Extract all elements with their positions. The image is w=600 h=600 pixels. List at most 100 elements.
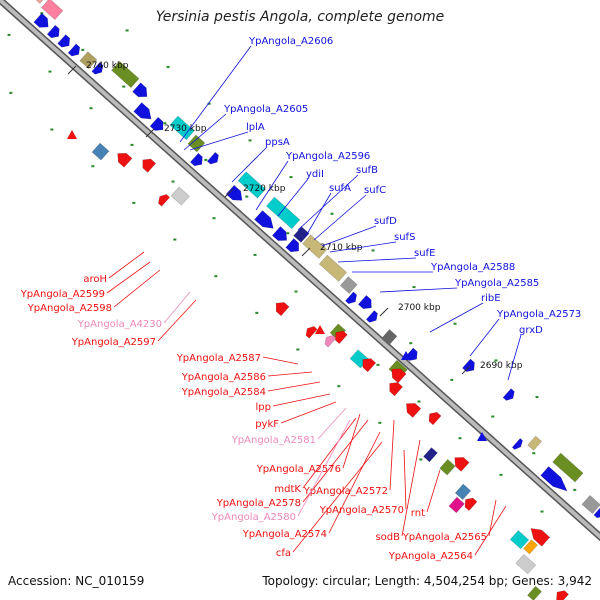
accession-label: Accession: NC_010159 [8, 574, 145, 588]
leader-line [280, 401, 337, 424]
leader-line [113, 269, 161, 308]
gene-label: sufE [414, 248, 435, 259]
gene-shape [111, 60, 140, 88]
gc-skew-mark [245, 195, 249, 198]
gene-shape [293, 226, 310, 243]
leader-line [189, 131, 249, 151]
leader-line [267, 371, 313, 377]
gene-shape [339, 276, 358, 294]
gene-shape [30, 0, 49, 4]
small-feature-1 [67, 130, 77, 139]
gc-skew-mark [419, 458, 423, 461]
gene-shape [169, 115, 195, 141]
gene-label: ribE [481, 293, 501, 304]
gc-skew-mark [7, 33, 11, 36]
gene-feature-47 [275, 302, 290, 317]
tick-label: 2730 kbp [164, 124, 207, 134]
gc-skew-mark [458, 437, 462, 440]
gc-skew-mark [248, 139, 252, 142]
gene-feature-42 [91, 142, 110, 161]
gene-shape [515, 553, 537, 575]
gene-feature-30 [365, 310, 378, 323]
gene-shape [391, 368, 407, 384]
small-feature-4 [315, 325, 325, 334]
gene-shape [158, 194, 171, 207]
gc-skew-mark [286, 232, 290, 235]
gene-label: YpAngola_A2565 [402, 532, 487, 543]
gc-skew-mark [294, 290, 298, 293]
gc-skew-mark [573, 488, 577, 491]
leader-line [302, 417, 357, 489]
gene-feature-61 [454, 457, 470, 472]
gene-shape [170, 186, 190, 206]
gene-feature-23 [254, 210, 274, 229]
gene-feature-55 [391, 368, 407, 384]
gene-label: YpAngola_A2585 [454, 278, 539, 289]
gene-shape [57, 34, 71, 48]
leader-line [389, 419, 395, 491]
gc-skew-mark [207, 102, 211, 105]
gene-feature-15 [187, 134, 206, 153]
gc-skew-mark [163, 122, 167, 125]
gene-label: YpAngola_A2586 [181, 372, 266, 383]
gene-feature-8 [79, 51, 98, 70]
gc-skew-mark [132, 201, 136, 204]
gc-skew-mark [40, 12, 44, 15]
leader-line [106, 261, 151, 294]
gc-skew-mark [409, 342, 413, 345]
leader-line [329, 241, 397, 253]
gene-shape [334, 330, 348, 345]
gene-shape [454, 457, 470, 472]
gene-shape [206, 151, 219, 165]
gene-label: YpAngola_A2584 [181, 387, 266, 398]
gene-label: YpAngola_A2596 [285, 151, 370, 162]
gene-label: sufA [329, 183, 351, 194]
leader-line [255, 160, 289, 211]
gc-skew-mark [296, 348, 300, 351]
gc-skew-mark [50, 128, 54, 131]
gene-shape [33, 12, 49, 28]
gene-feature-44 [142, 158, 157, 173]
gene-shape [133, 102, 152, 120]
gene-shape [345, 291, 357, 305]
gc-skew-mark [171, 180, 175, 183]
leader-line [302, 419, 369, 503]
tick-label: 2740 kbp [86, 61, 129, 71]
gene-feature-31 [381, 329, 398, 346]
gene-feature-28 [345, 291, 357, 305]
gene-feature-2 [30, 0, 49, 4]
gene-feature-35 [511, 438, 523, 450]
gc-skew-mark [417, 400, 421, 403]
gene-feature-38 [540, 466, 568, 492]
gene-feature-46 [158, 194, 171, 207]
gene-shape [406, 403, 422, 418]
gene-feature-60 [439, 459, 456, 476]
gene-label: sufC [364, 185, 386, 196]
gene-shape [266, 196, 301, 230]
leader-line [231, 146, 268, 183]
gc-skew-mark [412, 286, 416, 289]
gene-label: mdtK [274, 484, 301, 495]
topology-label: Topology: circular; Length: 4,504,254 bp… [262, 574, 592, 588]
gene-label: YpAngola_A2564 [388, 551, 473, 562]
gene-feature-3 [41, 0, 64, 20]
leader-line [317, 407, 347, 440]
gene-feature-65 [509, 530, 530, 550]
tick-mark [145, 128, 155, 138]
leader-line [272, 393, 331, 407]
gc-skew-mark [166, 66, 170, 69]
gene-feature-17 [206, 151, 219, 165]
gene-feature-18 [237, 171, 266, 199]
gene-shape [454, 483, 472, 501]
gene-shape [523, 539, 538, 555]
gc-skew-mark [122, 85, 126, 88]
gene-shape [423, 447, 438, 463]
gc-skew-mark [378, 421, 382, 424]
gene-shape [318, 254, 347, 282]
gene-label: YpAngola_A2574 [242, 529, 327, 540]
leader-line [163, 291, 191, 324]
leader-line [305, 192, 332, 237]
gene-label: YpAngola_A2578 [216, 498, 301, 509]
gene-shape [271, 226, 288, 241]
